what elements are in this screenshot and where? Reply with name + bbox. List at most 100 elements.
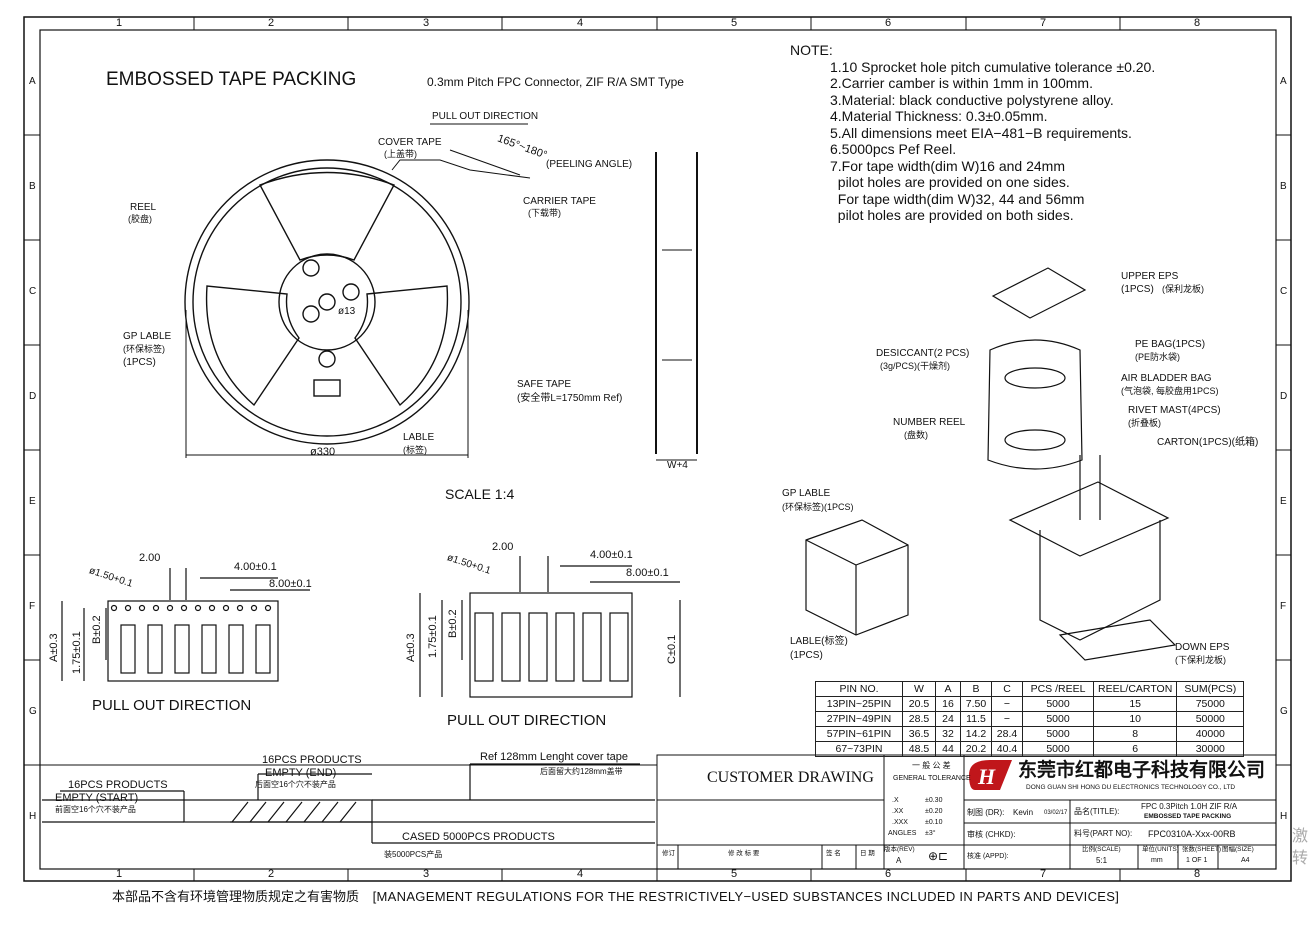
- footer-en: [MANAGEMENT REGULATIONS FOR THE RESTRICT…: [372, 889, 1120, 904]
- size-label: 图幅(SIZE): [1222, 846, 1254, 853]
- tapeR-pitch-8: 8.00±0.1: [626, 567, 669, 579]
- col-7: 7: [1040, 17, 1047, 29]
- packing-drawing: [805, 267, 1177, 661]
- cell: 20.2: [960, 741, 992, 757]
- cell: 14.2: [960, 726, 992, 742]
- note-7b: pilot holes are provided on one sides.: [830, 174, 1070, 190]
- air-bladder-cn: (气泡袋, 每胶盘用1PCS): [1121, 386, 1219, 396]
- pe-bag: PE BAG(1PCS): [1135, 339, 1206, 350]
- row-d-right: D: [1280, 391, 1288, 402]
- cell: 48.5: [902, 741, 936, 757]
- note-7c: For tape width(dim W)32, 44 and 56mm: [830, 190, 1085, 207]
- row-b: B: [29, 181, 36, 192]
- note-5: 5.All dimensions meet EIA−481−B requirem…: [830, 124, 1132, 141]
- col-6: 6: [885, 17, 892, 29]
- tol-xxx-val: ±0.10: [925, 819, 943, 826]
- tapeR-f: 1.75±0.1: [427, 615, 439, 658]
- row-b-right: B: [1280, 181, 1287, 192]
- row-c: C: [29, 286, 37, 297]
- down-eps: DOWN EPS: [1175, 642, 1230, 653]
- scale-tb-label: 比例(SCALE): [1082, 846, 1121, 853]
- cased-products: CASED 5000PCS PRODUCTS: [402, 831, 555, 843]
- title-line-1: FPC 0.3Pitch 1.0H ZIF R/A: [1141, 802, 1238, 811]
- col-2-bottom: 2: [268, 868, 275, 880]
- upper-eps-qty: (1PCS): [1121, 284, 1154, 295]
- carrier-tape-cn: (下载带): [528, 208, 561, 218]
- row-f-right: F: [1280, 601, 1287, 612]
- customer-drawing: CUSTOMER DRAWING: [707, 769, 874, 786]
- reel-label-cn: (胶盘): [128, 214, 152, 224]
- cover-tape-cn: (上盖带): [384, 149, 417, 159]
- upper-eps-cn: (保利龙板): [1162, 284, 1204, 294]
- tol-xx: .XX: [892, 808, 904, 815]
- note-6: 6.5000pcs Pef Reel.: [830, 141, 957, 157]
- footer-cn: 本部品不含有环境管理物质规定之有害物质: [112, 889, 360, 904]
- cell: 20.5: [902, 696, 936, 712]
- gp-lable: GP LABLE: [123, 331, 172, 342]
- tapeR-pitch-2: 2.00: [492, 541, 514, 553]
- reel-width: W+4: [667, 460, 688, 471]
- th-w: W: [902, 681, 936, 697]
- tapeR-a: A±0.3: [405, 633, 417, 662]
- row-a: A: [29, 76, 36, 87]
- tapeL-a: A±0.3: [48, 633, 60, 662]
- cell: 50000: [1176, 711, 1245, 727]
- th-sum: SUM(PCS): [1176, 681, 1245, 697]
- tape-left-drawing: [61, 568, 310, 682]
- cell: 7.50: [960, 696, 992, 712]
- row-h-right: H: [1280, 811, 1288, 822]
- cell: 10: [1092, 711, 1178, 727]
- reel-pull-out: PULL OUT DIRECTION: [432, 111, 539, 122]
- col-6-bottom: 6: [885, 868, 892, 880]
- down-eps-cn: (下保利龙板): [1175, 655, 1226, 665]
- drawing-subtitle: 0.3mm Pitch FPC Connector, ZIF R/A SMT T…: [427, 75, 684, 89]
- rivet-mast: RIVET MAST(4PCS): [1128, 405, 1221, 416]
- cell: 5000: [1022, 696, 1094, 712]
- number-reel-cn: (盘数): [904, 430, 928, 440]
- tol-angles-val: ±3°: [925, 830, 936, 837]
- notes-heading: NOTE:: [790, 42, 833, 58]
- col-4-bottom: 4: [577, 868, 584, 880]
- leader-tape-drawing: [42, 763, 655, 844]
- number-reel: NUMBER REEL: [893, 417, 966, 428]
- lable-cn: (标签): [403, 445, 427, 455]
- watermark: 激 转: [1292, 828, 1309, 867]
- tapeR-pitch-4: 4.00±0.1: [590, 549, 633, 561]
- cell: 15: [1092, 696, 1178, 712]
- note-2: 2.Carrier camber is within 1mm in 100mm.: [830, 75, 1093, 91]
- tapeL-f: 1.75±0.1: [71, 631, 83, 674]
- th-pin: PIN NO.: [815, 681, 903, 697]
- cover-tape-label: COVER TAPE: [378, 137, 442, 148]
- cell: 11.5: [960, 711, 992, 727]
- tol-x-val: ±0.30: [925, 797, 943, 804]
- note-7: 7.For tape width(dim W)16 and 24mm: [830, 157, 1065, 174]
- desiccant: DESICCANT(2 PCS): [876, 348, 970, 359]
- tapeL-pull: PULL OUT DIRECTION: [92, 697, 252, 714]
- pin-table-header: PIN NO. W A B C PCS /REEL REEL/CARTON SU…: [815, 681, 1245, 697]
- sheet-label: 张数(SHEET): [1182, 846, 1221, 853]
- leader-16pcs-start: 16PCS PRODUCTS: [68, 779, 168, 791]
- row-d: D: [29, 391, 37, 402]
- gp-lable-cn: (环保标签): [123, 344, 165, 354]
- empty-end-cn: 后面空16个穴不装产品: [255, 780, 336, 789]
- cell: −: [991, 696, 1023, 712]
- th-c: C: [991, 681, 1023, 697]
- col-7-bottom: 7: [1040, 868, 1047, 880]
- company-logo: H: [969, 760, 1012, 790]
- box-lable-qty: (1PCS): [790, 650, 823, 661]
- upper-eps: UPPER EPS: [1121, 271, 1179, 282]
- safe-tape-cn: (安全带L=1750mm Ref): [517, 393, 623, 404]
- cover-tape-ref-cn: 后面留大约128mm盖带: [540, 767, 623, 776]
- cased-products-cn: 装5000PCS产品: [384, 850, 443, 859]
- sign-col-hdr: 签 名: [826, 850, 841, 857]
- cell: 30000: [1176, 741, 1245, 757]
- note-3: 3.Material: black conductive polystyrene…: [830, 91, 1114, 108]
- cell: 36.5: [902, 726, 936, 742]
- desiccant-qty: (3g/PCS)(干燥剂): [880, 361, 951, 371]
- hub-dia: ø13: [338, 306, 356, 317]
- box-gp-lable-qty: (环保标签)(1PCS): [782, 502, 854, 512]
- cell: 57PIN~61PIN: [815, 726, 903, 742]
- th-a: A: [935, 681, 961, 697]
